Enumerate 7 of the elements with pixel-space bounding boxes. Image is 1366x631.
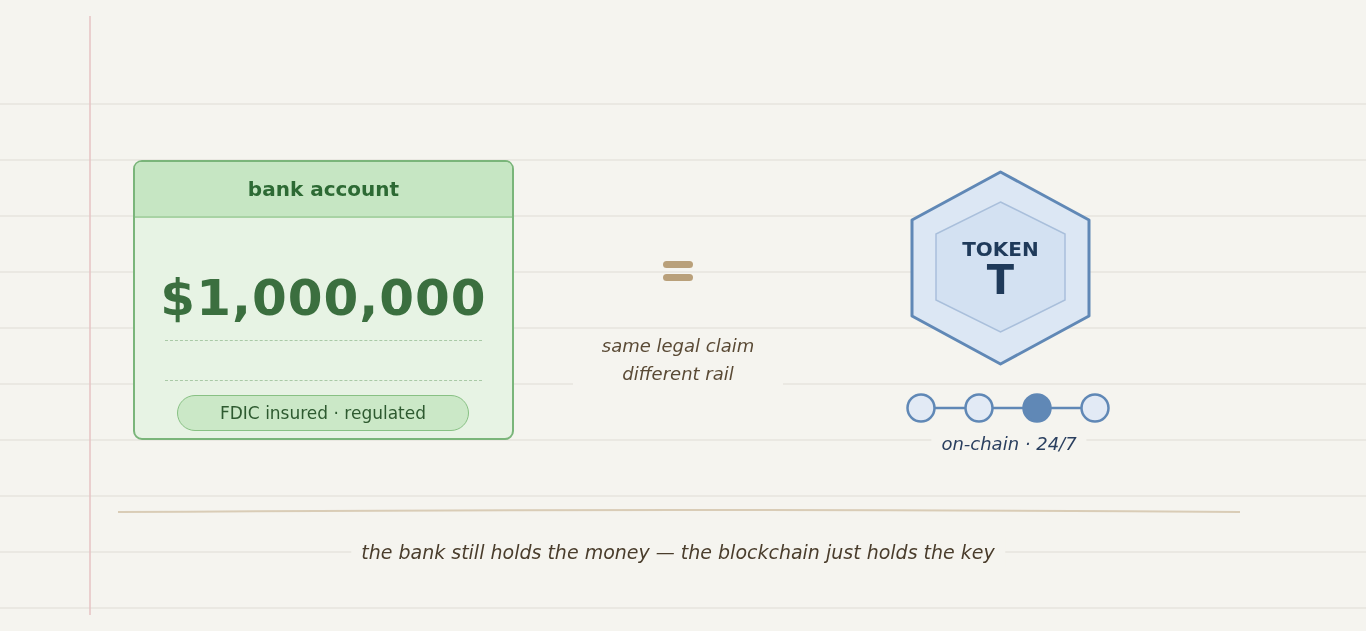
token-symbol: T [986,258,1015,302]
card-header: bank account [135,162,512,218]
token-hexagon [910,170,1091,366]
status-pill: FDIC insured · regulated [177,395,469,431]
token-label: TOKEN [962,238,1039,260]
amount-text: $1,000,000 [160,269,487,327]
account-card [133,160,514,440]
